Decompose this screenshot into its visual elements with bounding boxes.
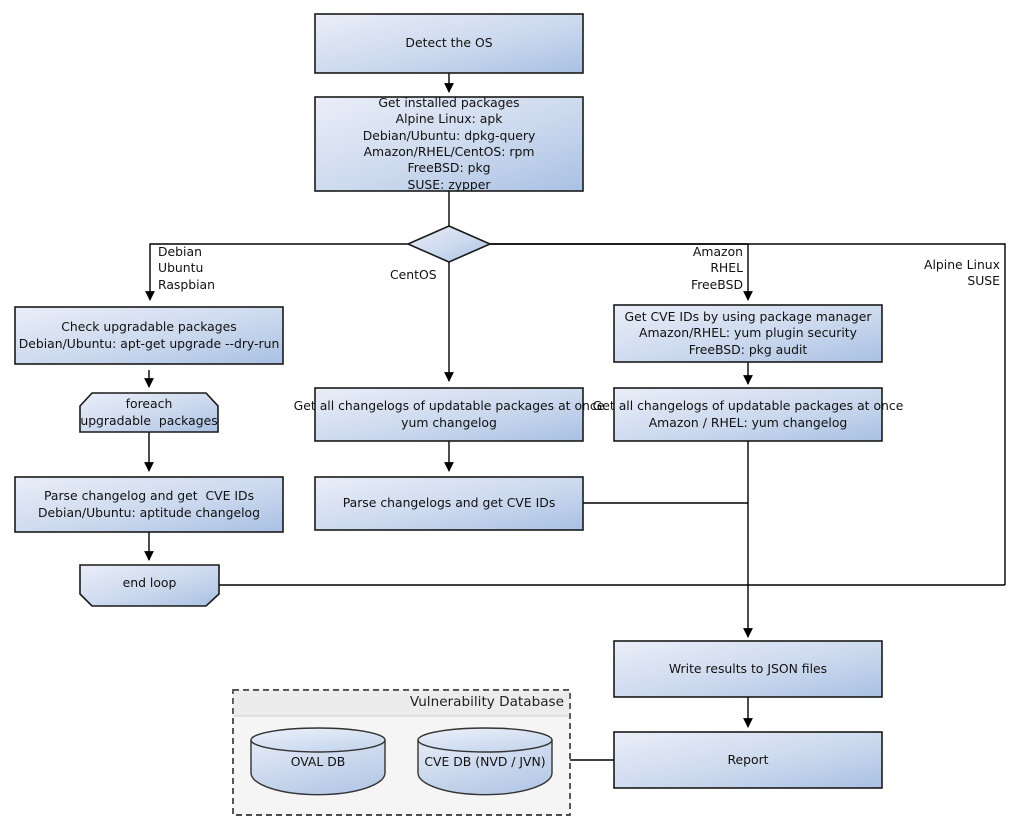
node-parse-changelog-deb-shape — [14, 476, 284, 533]
node-get-changelogs-amazon-shape — [613, 387, 883, 442]
node-write-results-shape — [613, 640, 883, 698]
node-get-cve-ids-shape — [613, 304, 883, 363]
node-parse-changelogs-centos-shape — [314, 476, 584, 531]
cylinder-cve-db-label: CVE DB (NVD / JVN) — [424, 753, 546, 769]
node-detect-os-shape — [314, 13, 584, 74]
node-get-installed-packages-shape — [314, 96, 584, 192]
node-end-loop-shape — [79, 564, 220, 607]
branch-label-alpine: Alpine Linux SUSE — [923, 257, 1000, 289]
node-os-decision-shape — [406, 225, 492, 263]
edge-decision-to-debian — [145, 243, 408, 301]
branch-label-amazon: Amazon RHEL FreeBSD — [691, 244, 743, 292]
branch-label-debian: Debian Ubuntu Raspbian — [158, 244, 216, 292]
cylinder-cve-db-shape — [417, 727, 553, 796]
node-foreach-shape — [79, 392, 219, 433]
group-vulnerability-database-header — [233, 690, 570, 716]
edge-decision-to-alpine — [490, 243, 1006, 585]
node-report-shape — [613, 731, 883, 789]
group-vulnerability-database-outline — [232, 689, 571, 816]
cylinder-oval-db-shape — [250, 727, 386, 796]
node-check-upgradable-shape — [14, 306, 284, 365]
cylinder-oval-db-label: OVAL DB — [290, 753, 346, 769]
connectors — [144, 73, 1006, 761]
branch-label-centos: CentOS — [390, 267, 437, 282]
node-get-changelogs-centos-shape — [314, 387, 584, 442]
group-vulnerability-database-title: Vulnerability Database — [409, 694, 564, 710]
